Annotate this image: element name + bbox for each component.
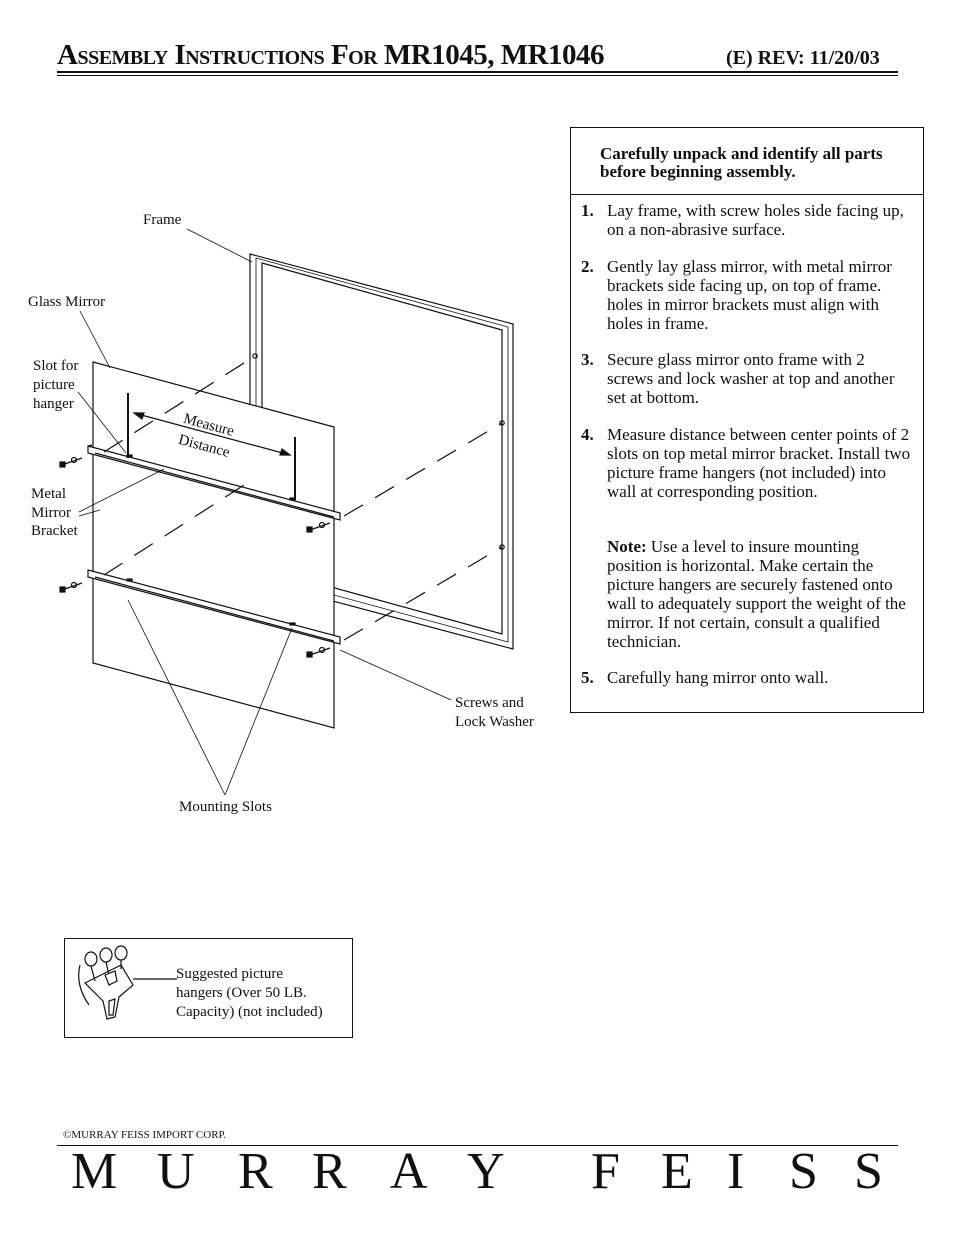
brand-letter: F	[591, 1143, 620, 1200]
brand-letter: E	[661, 1143, 693, 1200]
brand-letter: Y	[467, 1143, 505, 1200]
hanger-suggestion-box: Suggested picture hangers (Over 50 LB. C…	[64, 938, 353, 1038]
label-slot-line2: picture	[33, 377, 75, 393]
copyright: ©MURRAY FEISS IMPORT CORP.	[63, 1129, 227, 1141]
label-slot-line1: Slot for	[33, 358, 79, 374]
page-title: Assembly Instructions For MR1045, MR1046	[57, 39, 605, 71]
brand-letter: S	[789, 1143, 818, 1200]
label-bracket-line3: Bracket	[31, 523, 78, 539]
step-2: 2. Gently lay glass mirror, with metal m…	[581, 257, 913, 333]
label-slot-line3: hanger	[33, 396, 74, 412]
label-screws-line1: Screws and	[455, 695, 524, 711]
hanger-suggestion-text: Suggested picture hangers (Over 50 LB. C…	[176, 965, 351, 1022]
header-rule	[57, 71, 898, 73]
step-text: Carefully hang mirror onto wall.	[607, 668, 829, 687]
label-screws-line2: Lock Washer	[455, 714, 534, 730]
label-bracket-line1: Metal	[31, 486, 66, 502]
brand-wordmark: M U R R A Y F E I S S	[57, 1142, 898, 1202]
instructions-intro: Carefully unpack and identify all parts …	[600, 144, 883, 181]
label-glass-mirror: Glass Mirror	[28, 294, 106, 310]
label-frame: Frame	[143, 212, 182, 228]
hanger-line-3: Capacity) (not included)	[176, 1004, 323, 1020]
step-number: 2.	[581, 257, 594, 276]
step-text: Gently lay glass mirror, with metal mirr…	[607, 257, 892, 333]
note-label: Note:	[607, 537, 647, 556]
hanger-line-2: hangers (Over 50 LB.	[176, 985, 307, 1001]
step-1: 1. Lay frame, with screw holes side faci…	[581, 201, 913, 239]
screw-bottom-right	[306, 646, 331, 658]
brand-letter: I	[727, 1143, 745, 1200]
step-5: 5. Carefully hang mirror onto wall.	[581, 668, 913, 687]
brand-letter: R	[238, 1143, 273, 1200]
screw-top-right	[306, 521, 331, 533]
header-rule-thin	[57, 75, 898, 76]
footer-rule	[57, 1145, 898, 1146]
step-number: 1.	[581, 201, 594, 220]
revision-date: (E) REV: 11/20/03	[726, 47, 880, 69]
step-number: 4.	[581, 425, 594, 444]
screw-top-left	[59, 456, 83, 468]
brand-letter: A	[390, 1143, 428, 1200]
step-text: Lay frame, with screw holes side facing …	[607, 201, 904, 239]
step-4: 4. Measure distance between center point…	[581, 425, 913, 501]
instructions-header: Carefully unpack and identify all parts …	[571, 128, 923, 195]
step-number: 5.	[581, 668, 594, 687]
note-text: Use a level to insure mounting position …	[607, 537, 906, 651]
step-3: 3. Secure glass mirror onto frame with 2…	[581, 350, 913, 407]
brand-letter: U	[157, 1143, 195, 1200]
screw-bottom-left	[59, 581, 83, 593]
brand-letter: S	[854, 1143, 883, 1200]
step-number: 3.	[581, 350, 594, 369]
brand-letter: R	[312, 1143, 347, 1200]
picture-hanger-icon	[78, 945, 177, 1020]
instructions-box: Carefully unpack and identify all parts …	[570, 127, 924, 713]
glass-mirror-panel	[92, 361, 335, 729]
brand-letter: M	[71, 1143, 118, 1200]
step-text: Measure distance between center points o…	[607, 425, 911, 501]
safety-note: Note: Use a level to insure mounting pos…	[607, 537, 907, 651]
hanger-line-1: Suggested picture	[176, 966, 284, 982]
step-text: Secure glass mirror onto frame with 2 sc…	[607, 350, 895, 407]
label-bracket-line2: Mirror	[31, 505, 71, 521]
label-mounting-slots: Mounting Slots	[179, 799, 272, 815]
